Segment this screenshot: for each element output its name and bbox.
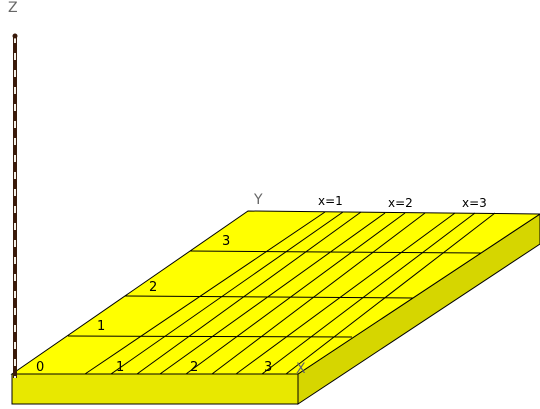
grid-column-line (185, 212, 406, 375)
y-axis-label: Y (253, 192, 263, 208)
grid-column-line (84, 211, 326, 375)
board-top-face (10, 210, 540, 375)
z-axis-label: Z (8, 0, 18, 16)
x-axis-label: X (296, 361, 306, 377)
grid-column-line (110, 211, 344, 375)
grid-rows (67, 250, 482, 338)
y-tick-label: 2 (149, 280, 157, 295)
column-label: x=3 (462, 196, 487, 210)
x-tick-label: 3 (264, 360, 272, 375)
z-rod (12, 33, 18, 378)
column-label: x=2 (388, 196, 413, 210)
column-label: x=1 (318, 194, 343, 208)
grid-column-line (261, 212, 476, 375)
y-tick-label: 1 (97, 319, 105, 334)
y-tick-label: 3 (222, 234, 230, 249)
grid-column-line (159, 212, 386, 375)
grid-row-line (124, 295, 414, 299)
grid-column-line (211, 212, 426, 375)
x-tick-label: 2 (190, 360, 198, 375)
grid-row-line (67, 335, 353, 338)
origin-label: 0 (36, 360, 44, 375)
grid-columns (84, 211, 496, 375)
grid-row-line (189, 250, 482, 254)
grid-column-line (285, 212, 496, 375)
grid-column-line (235, 212, 456, 375)
grid-column-line (136, 211, 362, 375)
board-front-face (11, 373, 299, 405)
x-tick-label: 1 (116, 360, 124, 375)
